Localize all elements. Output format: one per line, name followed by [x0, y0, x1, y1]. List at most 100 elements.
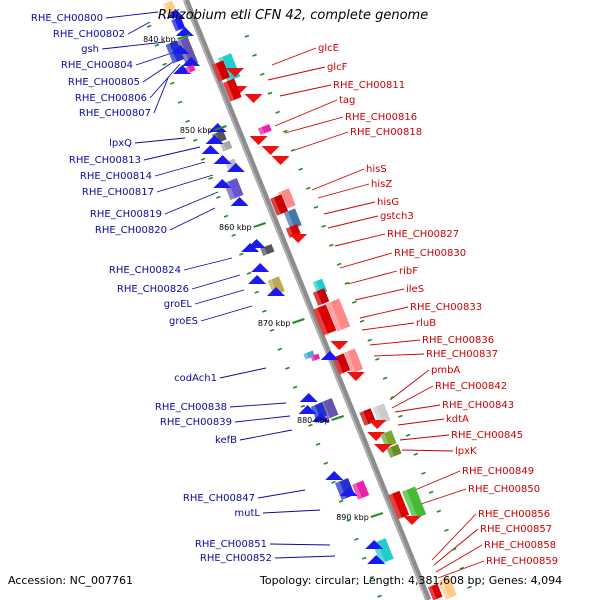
left-gene-label[interactable]: RHE_CH00838	[155, 402, 227, 413]
right-gene-label[interactable]: hisZ	[371, 179, 392, 190]
gene-feature[interactable]	[386, 444, 402, 458]
gene-arrow[interactable]	[346, 372, 365, 381]
gene-feature[interactable]	[222, 78, 242, 102]
gene-arrow[interactable]	[299, 393, 318, 402]
left-gene-label[interactable]: RHE_CH00819	[90, 209, 162, 220]
gene-arrow[interactable]	[367, 555, 386, 564]
gene-arrow[interactable]	[171, 45, 190, 54]
right-gene-label[interactable]: hisG	[377, 197, 399, 208]
gene-arrow[interactable]	[213, 155, 232, 164]
right-gene-label[interactable]: RHE_CH00833	[410, 302, 482, 313]
right-gene-label[interactable]: RHE_CH00849	[462, 466, 534, 477]
gene-arrow[interactable]	[241, 243, 260, 252]
gene-feature[interactable]	[270, 194, 289, 216]
gene-arrow[interactable]	[298, 405, 317, 414]
gene-feature[interactable]	[312, 288, 330, 306]
right-gene-label[interactable]: RHE_CH00830	[394, 248, 466, 259]
gene-arrow[interactable]	[173, 65, 192, 74]
left-gene-label[interactable]: RHE_CH00805	[68, 77, 140, 88]
right-gene-label[interactable]: gstch3	[380, 211, 414, 222]
gene-arrow[interactable]	[226, 163, 245, 172]
right-gene-label[interactable]: RHE_CH00843	[442, 400, 514, 411]
gene-arrow[interactable]	[213, 179, 232, 188]
right-gene-label[interactable]: kdtA	[446, 414, 469, 425]
right-gene-label[interactable]: rluB	[416, 318, 436, 329]
gene-feature[interactable]	[335, 478, 355, 500]
gene-arrow[interactable]	[201, 145, 220, 154]
gene-arrow[interactable]	[339, 487, 358, 496]
gene-arrow[interactable]	[367, 432, 386, 441]
right-gene-label[interactable]: RHE_CH00842	[435, 381, 507, 392]
right-gene-label[interactable]: ribF	[399, 266, 418, 277]
right-gene-label[interactable]: glcE	[318, 43, 339, 54]
gene-arrow[interactable]	[175, 27, 194, 36]
right-gene-label[interactable]: glcF	[327, 62, 348, 73]
left-gene-label[interactable]: RHE_CH00826	[117, 284, 189, 295]
left-gene-label[interactable]: RHE_CH00807	[79, 108, 151, 119]
left-gene-label[interactable]: RHE_CH00813	[69, 155, 141, 166]
left-gene-label[interactable]: RHE_CH00852	[200, 553, 272, 564]
right-gene-label[interactable]: RHE_CH00856	[478, 509, 550, 520]
gene-feature[interactable]	[352, 480, 370, 500]
left-gene-label[interactable]: mutL	[234, 508, 260, 519]
gene-arrow[interactable]	[271, 156, 290, 165]
gene-feature[interactable]	[303, 350, 315, 360]
gene-arrow[interactable]	[249, 136, 268, 145]
left-gene-label[interactable]: RHE_CH00839	[160, 417, 232, 428]
left-gene-label[interactable]: RHE_CH00814	[80, 171, 152, 182]
gene-arrow[interactable]	[373, 444, 392, 453]
left-gene-label[interactable]: gsh	[81, 44, 99, 55]
right-gene-label[interactable]: RHE_CH00858	[484, 540, 556, 551]
right-gene-label[interactable]: pmbA	[431, 365, 460, 376]
gene-arrow[interactable]	[166, 9, 185, 18]
right-gene-label[interactable]: tag	[339, 95, 355, 106]
gene-arrow[interactable]	[251, 263, 270, 272]
gene-arrow[interactable]	[230, 197, 249, 206]
gene-arrow[interactable]	[320, 351, 339, 360]
left-gene-label[interactable]: RHE_CH00806	[75, 93, 147, 104]
gene-arrow[interactable]	[325, 471, 344, 480]
gene-feature[interactable]	[223, 178, 244, 200]
right-gene-label[interactable]: lpxK	[455, 446, 477, 457]
right-gene-label[interactable]: RHE_CH00811	[333, 80, 405, 91]
gene-arrow[interactable]	[368, 420, 387, 429]
left-gene-label[interactable]: groEL	[164, 299, 193, 310]
gene-arrow[interactable]	[261, 146, 280, 155]
left-gene-label[interactable]: groES	[169, 316, 198, 327]
gene-feature[interactable]	[402, 486, 427, 520]
gene-arrow[interactable]	[266, 287, 285, 296]
gene-feature[interactable]	[312, 304, 337, 336]
right-gene-label[interactable]: RHE_CH00837	[426, 349, 498, 360]
right-gene-label[interactable]: RHE_CH00845	[451, 430, 523, 441]
gene-arrow[interactable]	[182, 57, 201, 66]
gene-arrow[interactable]	[226, 68, 245, 77]
left-gene-label[interactable]: RHE_CH00804	[61, 60, 133, 71]
gene-arrow[interactable]	[311, 413, 330, 422]
right-gene-label[interactable]: RHE_CH00857	[480, 524, 552, 535]
right-gene-label[interactable]: RHE_CH00827	[387, 229, 459, 240]
right-gene-label[interactable]: RHE_CH00836	[422, 335, 494, 346]
gene-feature[interactable]	[257, 124, 272, 135]
left-gene-label[interactable]: RHE_CH00817	[82, 187, 154, 198]
gene-feature[interactable]	[185, 64, 196, 74]
right-gene-label[interactable]: hisS	[366, 164, 387, 175]
left-gene-label[interactable]: kefB	[215, 435, 237, 446]
left-gene-label[interactable]: RHE_CH00802	[53, 29, 125, 40]
right-gene-label[interactable]: RHE_CH00818	[350, 127, 422, 138]
gene-feature[interactable]	[388, 490, 410, 520]
gene-arrow[interactable]	[205, 135, 224, 144]
right-gene-label[interactable]: RHE_CH00816	[345, 112, 417, 123]
left-gene-label[interactable]: RHE_CH00800	[31, 13, 103, 24]
left-gene-label[interactable]: RHE_CH00851	[195, 539, 267, 550]
gene-arrow[interactable]	[208, 123, 227, 132]
gene-feature[interactable]	[310, 353, 321, 362]
gene-arrow[interactable]	[289, 234, 308, 243]
gene-feature[interactable]	[343, 348, 364, 374]
left-gene-label[interactable]: RHE_CH00824	[109, 265, 181, 276]
gene-feature[interactable]	[220, 140, 233, 152]
left-gene-label[interactable]: lpxQ	[109, 138, 132, 149]
right-gene-label[interactable]: ileS	[406, 284, 424, 295]
gene-feature[interactable]	[212, 60, 230, 82]
gene-feature[interactable]	[428, 583, 443, 600]
gene-feature[interactable]	[260, 244, 275, 256]
